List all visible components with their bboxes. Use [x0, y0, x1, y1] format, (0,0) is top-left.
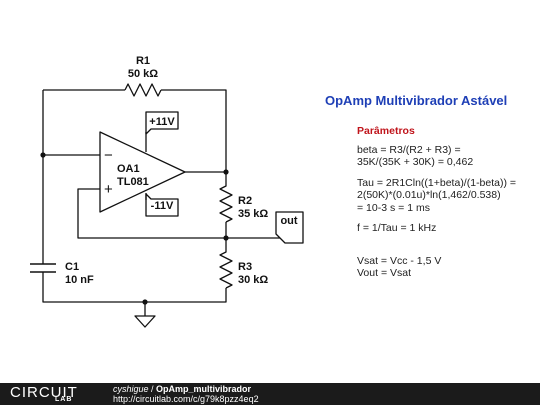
wire-c1-bottom: [42, 272, 145, 303]
r1-ref: R1: [136, 55, 150, 67]
c1-ref: C1: [65, 261, 79, 273]
opamp-minus-sign: −: [104, 147, 113, 164]
param-line: 2(50K)*(0.01u)*ln(1,462/0.538): [357, 189, 501, 201]
param-line: f = 1/Tau = 1 kHz: [357, 222, 437, 234]
resistor-r3: [219, 238, 233, 289]
junction-output: [223, 169, 229, 175]
c1-value: 10 nF: [65, 274, 94, 286]
resistor-r1: [124, 83, 162, 97]
footer-separator: /: [148, 384, 157, 394]
author-name[interactable]: cyshigue: [113, 384, 149, 394]
opamp-oa1: [99, 131, 186, 213]
circuit-name[interactable]: OpAmp_multivibrador: [156, 384, 252, 394]
param-line: beta = R3/(R2 + R3) =: [357, 143, 461, 156]
opamp-plus-sign: +: [104, 181, 113, 198]
circuitlab-logo-lab: LAB: [55, 396, 73, 403]
capacitor-c1: [30, 263, 56, 273]
parameters-panel: Parâmetros beta = R3/(R2 + R3) = 35K/(35…: [357, 125, 537, 288]
junction-divider: [223, 235, 229, 241]
param-block-beta: beta = R3/(R2 + R3) = 35K/(35K + 30K) = …: [357, 144, 537, 169]
r2-ref: R2: [238, 195, 252, 207]
resistor-r2: [219, 172, 233, 223]
out-label: out: [280, 215, 297, 227]
wire-feedback: [77, 188, 280, 239]
param-line: Vout = Vsat: [357, 267, 411, 279]
oa1-model: TL081: [117, 176, 149, 188]
circuit-url[interactable]: http://circuitlab.com/c/g79k8pzz4eq2: [113, 394, 259, 404]
wire-r3-bottom: [145, 288, 227, 303]
param-block-tau: Tau = 2R1Cln((1+beta)/(1-beta)) = 2(50K)…: [357, 177, 537, 215]
vneg-label: -11V: [151, 200, 174, 212]
param-block-frequency: f = 1/Tau = 1 kHz: [357, 222, 537, 235]
r3-value: 30 kΩ: [238, 274, 268, 286]
param-line: 35K/(35K + 30K) = 0,462: [357, 156, 474, 168]
oa1-ref: OA1: [117, 163, 140, 175]
param-line: Vsat = Vcc - 1,5 V: [357, 254, 442, 267]
r2-value: 35 kΩ: [238, 208, 268, 220]
circuit-schematic: R1 50 kΩ R2 35 kΩ R3 30 kΩ C1 10 nF OA1 …: [30, 55, 304, 328]
param-line: = 10-3 s = 1 ms: [357, 201, 430, 214]
footer-info: cyshigue / OpAmp_multivibrador http://ci…: [113, 384, 259, 404]
r1-value: 50 kΩ: [128, 68, 158, 80]
vpos-label: +11V: [149, 116, 175, 128]
diagram-title: OpAmp Multivibrador Astável: [325, 93, 508, 108]
param-block-vsat: Vsat = Vcc - 1,5 V Vout = Vsat: [357, 255, 537, 280]
out-flag: [275, 211, 304, 244]
junction-bottom: [142, 299, 148, 305]
wire-r1-right: [161, 89, 227, 172]
junction-left: [40, 152, 46, 158]
parameters-header: Parâmetros: [357, 125, 415, 137]
vneg-tag: [145, 193, 179, 217]
param-line: Tau = 2R1Cln((1+beta)/(1-beta)) =: [357, 176, 517, 189]
circuitlab-logo[interactable]: CIRCUIT: [10, 384, 78, 401]
ground-symbol: [134, 315, 156, 328]
footer-bar: CIRCUIT LAB cyshigue / OpAmp_multivibrad…: [0, 383, 540, 405]
vpos-tag: [145, 111, 179, 135]
wire-left-rail: [42, 90, 100, 156]
r3-ref: R3: [238, 261, 252, 273]
